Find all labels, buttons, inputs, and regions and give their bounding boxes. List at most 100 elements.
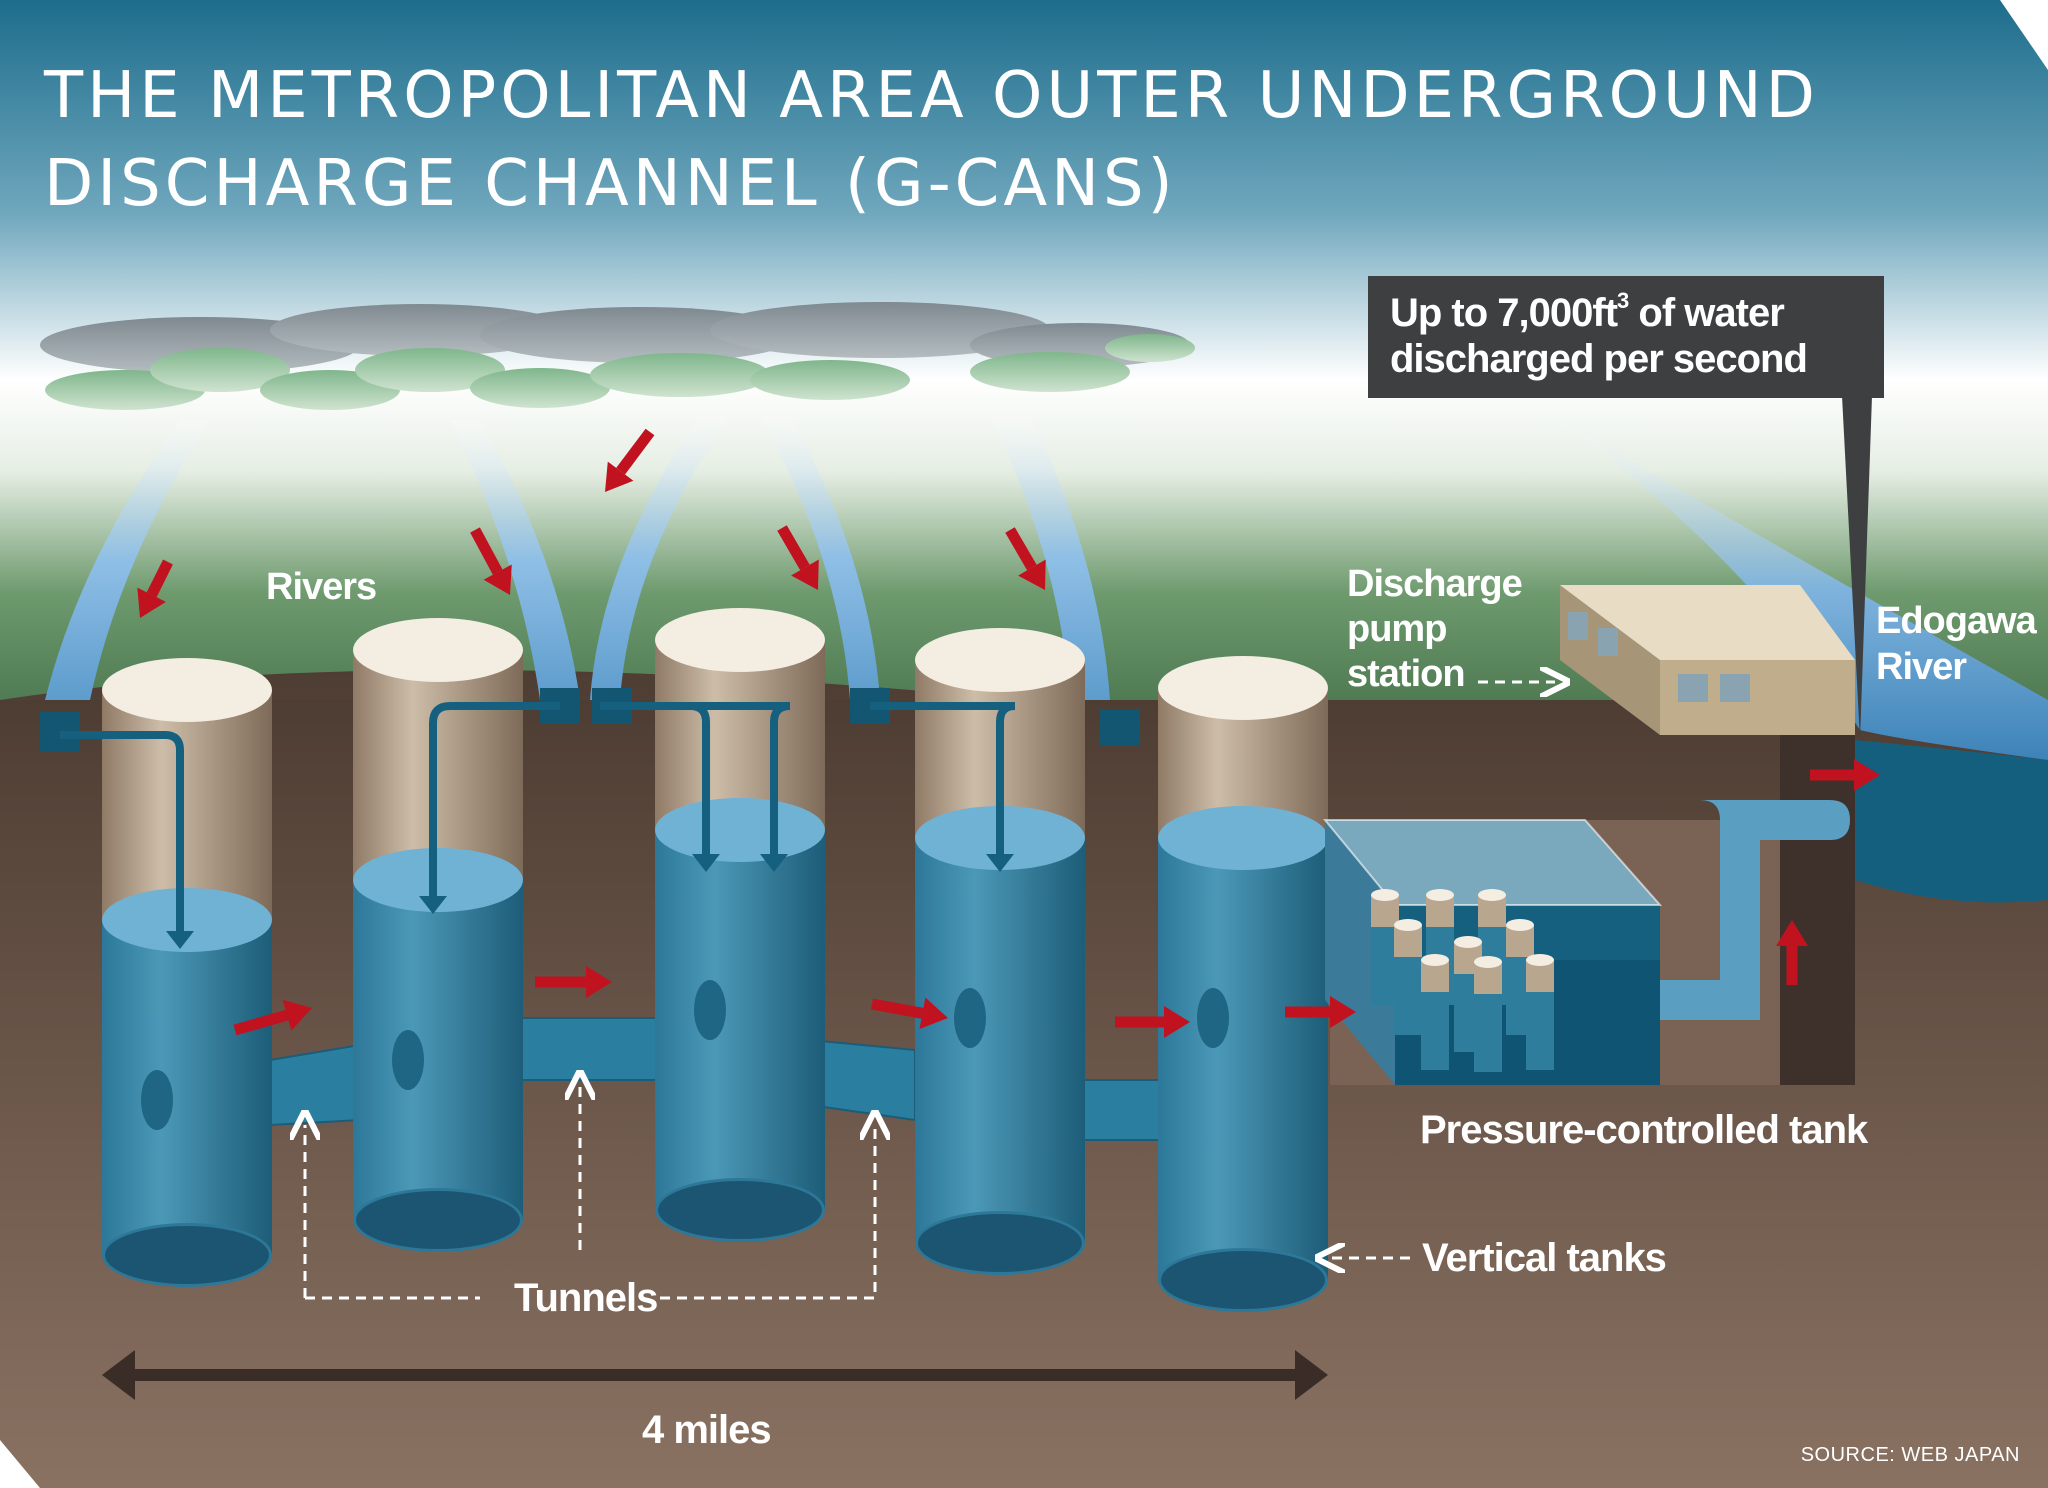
source-credit: SOURCE: WEB JAPAN: [1800, 1444, 2020, 1466]
connecting-tunnels: [269, 914, 1341, 1141]
pressure-tank-pillars: [1371, 889, 1554, 1072]
inlet-pipe-2: [429, 702, 560, 900]
inlet-pipe-5: [870, 702, 1016, 858]
flow-arrow-10: [1285, 996, 1356, 1028]
leader-lines: [305, 682, 1555, 1300]
inlet-pipe-4: [612, 702, 791, 858]
tunnel-opening: [954, 988, 986, 1048]
flow-arrow-head: [137, 587, 166, 618]
tank-bottom-inner: [105, 1226, 269, 1284]
pillar-top: [1394, 919, 1422, 931]
tank-bottom-inner: [1161, 1251, 1325, 1309]
pillar-top: [1454, 936, 1482, 948]
flow-arrow-head: [483, 564, 512, 595]
pillar-top: [1421, 954, 1449, 966]
page-title: THE METROPOLITAN AREA OUTER UNDERGROUND …: [44, 52, 1964, 228]
discharge-pump-station-label: Discharge pump station: [1347, 562, 1523, 697]
edogawa-river-stream: [1560, 420, 2048, 760]
tunnel-opening: [141, 1070, 173, 1130]
tank-water-surface: [102, 888, 272, 952]
vertical-tank-3: [655, 608, 825, 1242]
pillar-top: [1526, 954, 1554, 966]
flow-arrow-shaft: [470, 527, 503, 575]
tank-water-surface: [353, 848, 523, 912]
flow-arrow-head: [1164, 1006, 1190, 1038]
flow-arrow-6: [233, 999, 312, 1036]
callout-line-2: discharged per second: [1390, 337, 1808, 381]
tunnel-opening: [392, 1030, 424, 1090]
tank-shaft: [102, 690, 272, 920]
flow-arrow-1: [137, 559, 173, 618]
flow-arrow-shaft: [146, 559, 173, 598]
callout-line-1: Up to 7,000ft3 of water: [1390, 290, 1862, 336]
pillar-top: [1426, 889, 1454, 901]
tunnels-label: Tunnels: [514, 1276, 658, 1320]
pump-station-line-2: pump: [1347, 608, 1447, 650]
vertical-tanks: [60, 608, 1328, 1312]
callout-prefix: Up to 7,000ft: [1390, 291, 1618, 335]
edogawa-river-water: [1855, 740, 2048, 903]
flow-arrow-3: [605, 428, 655, 492]
edogawa-river-label: Edogawa River: [1876, 598, 2037, 690]
callout-suffix: of water: [1628, 291, 1784, 335]
tank-top: [655, 608, 825, 672]
corner-fold: [2000, 0, 2048, 70]
rivers-label: Rivers: [266, 566, 377, 608]
flow-arrow-11: [1810, 759, 1880, 791]
vertical-tank-2: [353, 618, 523, 1252]
tank-water: [353, 880, 523, 1220]
tank-top: [353, 618, 523, 682]
inlet-pipes: [60, 702, 1016, 949]
callout-pointer: [1842, 396, 1872, 740]
inlet-pipe-head-3: [692, 854, 720, 872]
flow-arrows: [137, 428, 1880, 1038]
inlet-pipe-head-5: [986, 854, 1014, 872]
tank-bottom-inner: [356, 1191, 520, 1249]
tank-water: [915, 838, 1085, 1243]
flow-arrow-head: [1854, 759, 1880, 791]
flow-arrow-shaft: [871, 998, 924, 1019]
corner-fold-bottom: [0, 1440, 40, 1488]
tank-top: [915, 628, 1085, 692]
pillar-top: [1371, 889, 1399, 901]
distance-measure: [102, 1350, 1328, 1400]
flow-arrow-shaft: [616, 428, 655, 475]
flow-arrow-shaft: [777, 525, 810, 571]
flow-arrow-shaft: [233, 1009, 289, 1036]
tunnel-opening: [694, 980, 726, 1040]
tank-bottom-inner: [658, 1181, 822, 1239]
river-inlets: [40, 688, 1140, 752]
tank-water: [655, 830, 825, 1210]
flow-arrow-head: [282, 999, 312, 1031]
tank-shaft: [353, 650, 523, 880]
pillar-8: [1474, 956, 1502, 1072]
vertical-tank-5: [1158, 656, 1328, 1312]
flow-arrow-head: [919, 997, 948, 1030]
pump-station-line-3: station: [1347, 653, 1466, 695]
pump-station-line-1: Discharge: [1347, 563, 1523, 605]
flow-arrow-4: [777, 525, 819, 590]
title-line-1: THE METROPOLITAN AREA OUTER UNDERGROUND: [44, 59, 1819, 133]
pillar-top: [1474, 956, 1502, 968]
pressure-tank-label: Pressure-controlled tank: [1420, 1108, 1868, 1152]
flow-arrow-7: [535, 966, 612, 998]
pillar-top: [1506, 919, 1534, 931]
flow-arrow-8: [871, 997, 948, 1030]
vertical-tanks-label: Vertical tanks: [1422, 1236, 1667, 1280]
flow-arrow-5: [1005, 527, 1046, 590]
discharge-callout: Up to 7,000ft3 of water discharged per s…: [1368, 276, 1884, 398]
inlet-pipe-head-4: [760, 854, 788, 872]
flow-arrow-head: [1018, 559, 1046, 590]
inlet-pipe-1: [60, 731, 184, 935]
pillar-top: [1478, 889, 1506, 901]
vertical-tank-4: [915, 628, 1085, 1275]
flow-arrow-9: [1115, 1006, 1190, 1038]
tank-water-surface: [1158, 806, 1328, 870]
flow-arrow-shaft: [1005, 527, 1037, 571]
rain-streams: [45, 415, 1110, 700]
flow-arrow-head: [586, 966, 612, 998]
title-line-2: DISCHARGE CHANNEL (G-CANS): [44, 147, 1177, 221]
pillar-7: [1421, 954, 1449, 1070]
edogawa-line-1: Edogawa: [1876, 600, 2037, 642]
vertical-tank-1: [102, 658, 272, 1287]
